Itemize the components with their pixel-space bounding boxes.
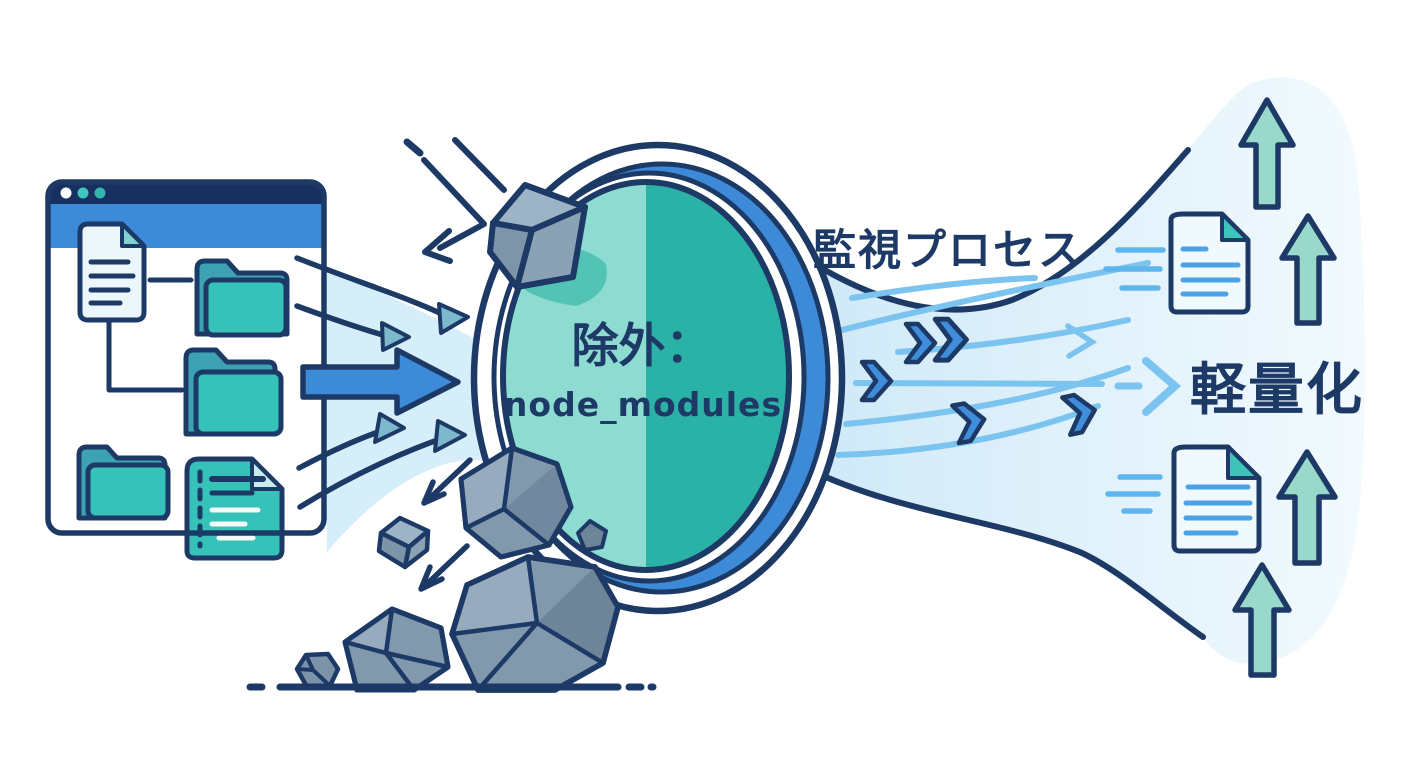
rock-icon <box>376 515 431 570</box>
excluded-rocks <box>246 182 657 693</box>
file-icon <box>1171 444 1262 554</box>
stream-line-icon <box>853 380 1105 387</box>
file-icon <box>77 221 147 323</box>
rock-icon <box>342 606 451 693</box>
filter-title: 除外： <box>572 319 713 374</box>
arrowhead-icon <box>380 321 411 352</box>
file-icon <box>1168 211 1251 315</box>
tree-connector <box>106 319 185 393</box>
stream-line-icon <box>849 275 1038 301</box>
input-arrows <box>294 255 470 510</box>
arrowhead-icon <box>422 228 453 264</box>
rock-icon <box>487 182 588 290</box>
window-dot-icon <box>77 187 89 199</box>
stream-line-icon <box>843 365 1131 427</box>
down-left-arrow-icon <box>427 457 473 501</box>
thick-right-arrow-icon <box>300 347 461 416</box>
folder-icon <box>76 444 171 521</box>
output-results <box>1103 97 1338 678</box>
deflect-arrow-icon <box>421 157 487 251</box>
input-funnel <box>327 268 496 552</box>
arrowhead-icon <box>437 302 470 335</box>
arrowhead-icon <box>421 479 447 506</box>
input-funnel-fill <box>327 268 496 552</box>
rock-icon <box>294 651 341 690</box>
motion-line-icon <box>452 137 507 193</box>
rock-icon <box>458 445 574 560</box>
window-dot-icon <box>60 187 72 199</box>
window-border <box>45 179 327 536</box>
flow-arrowhead-icon <box>1065 323 1098 359</box>
rock-icon <box>449 554 621 693</box>
up-arrow-icon <box>1238 97 1296 210</box>
filter-lens-outline <box>500 179 792 573</box>
window-dot-icon <box>94 187 106 199</box>
curved-arrow-icon <box>294 255 451 320</box>
code-file-icon <box>184 456 285 561</box>
browser-window <box>45 179 327 561</box>
filter-subtitle: node_modules <box>504 385 782 424</box>
arrowhead-icon <box>373 412 406 444</box>
up-arrow-icon <box>1279 213 1337 326</box>
down-left-arrow-icon <box>425 543 470 586</box>
filter-lens-right <box>646 182 789 570</box>
arrowhead-icon <box>433 419 467 453</box>
flow-arrowhead-icon <box>1142 357 1182 416</box>
folder-icon <box>194 258 290 338</box>
result-label: 軽量化 <box>1190 358 1364 423</box>
up-arrow-icon <box>1232 562 1292 678</box>
arrowhead-icon <box>418 564 445 592</box>
up-arrow-icon <box>1276 449 1338 566</box>
stream-line-icon <box>835 403 1101 458</box>
motion-dash-icon <box>403 138 424 157</box>
incoming-arrows <box>403 137 507 264</box>
rock-icon <box>576 519 608 552</box>
folder-icon <box>183 347 284 437</box>
stream-bottom-edge <box>803 465 1206 640</box>
stream-label: 監視プロセス <box>813 226 1083 276</box>
window-titlebar <box>48 182 324 204</box>
curved-arrow-icon <box>297 434 449 510</box>
